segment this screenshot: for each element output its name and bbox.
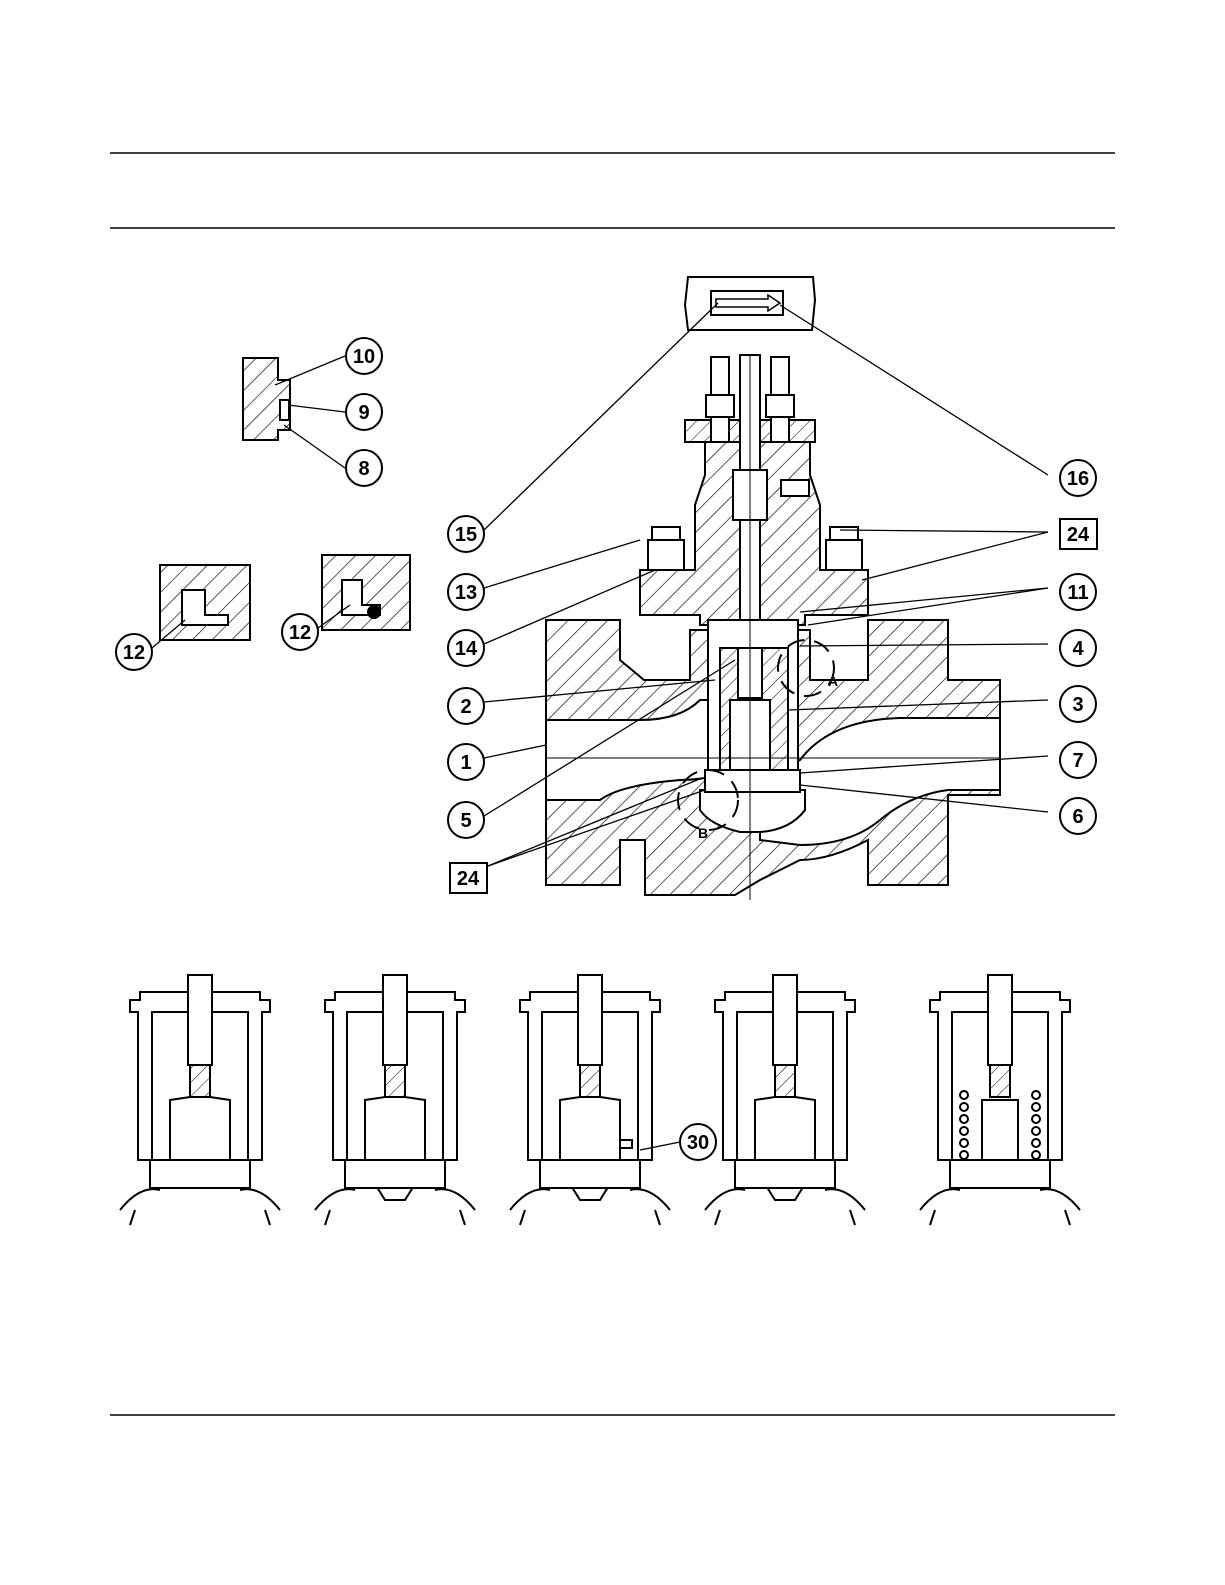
trim-5-spring-coil-left (960, 1115, 968, 1123)
trim-5-spring-coil-right (1032, 1103, 1040, 1111)
trim-4-seat-ring (735, 1160, 835, 1188)
gland-nut-left (706, 395, 734, 417)
svg-text:2: 2 (460, 696, 471, 718)
svg-text:30: 30 (687, 1132, 709, 1154)
detail-seal-rings (243, 358, 290, 440)
callout-10: 10 (346, 338, 382, 374)
svg-text:15: 15 (455, 524, 477, 546)
detail-a-label: A (828, 673, 838, 689)
detail-b-label: B (698, 825, 708, 841)
svg-text:3: 3 (1072, 694, 1083, 716)
trim-1-plug-thread (190, 1065, 210, 1097)
bonnet-bolt-left (648, 540, 684, 570)
trim-3-seat-ring (540, 1160, 640, 1188)
callout-5: 5 (448, 802, 484, 838)
svg-text:4: 4 (1072, 638, 1084, 660)
callout-3: 3 (1060, 686, 1096, 722)
trim-1-body-curves (120, 1189, 280, 1210)
callout-14: 14 (448, 630, 484, 666)
boxed-callout-24-top: 24 (1060, 519, 1097, 549)
trim-1-plug (170, 1097, 230, 1160)
callout-6: 6 (1060, 798, 1096, 834)
trim-2-plug-thread (385, 1065, 405, 1097)
svg-text:9: 9 (358, 402, 369, 424)
callout-12-left: 12 (116, 634, 152, 670)
svg-text:8: 8 (358, 458, 369, 480)
bonnet-bolt-left-head (652, 527, 680, 540)
trim-2-seat-ring (345, 1160, 445, 1188)
svg-text:1: 1 (460, 752, 471, 774)
trim-3-plug-thread (580, 1065, 600, 1097)
trim-3-plug (560, 1097, 620, 1160)
trim-5-spring-coil-left (960, 1091, 968, 1099)
trim-1-seat-ring (150, 1160, 250, 1188)
svg-text:16: 16 (1067, 468, 1089, 490)
seat-ring (705, 770, 800, 792)
svg-text:13: 13 (455, 582, 477, 604)
trim-4-plug-thread (775, 1065, 795, 1097)
detail-retainer-right (322, 555, 410, 630)
callout-13: 13 (448, 574, 484, 610)
svg-text:24: 24 (457, 868, 480, 890)
svg-text:10: 10 (353, 346, 375, 368)
detail-retainer-left (160, 565, 250, 640)
callout-16: 16 (1060, 460, 1096, 496)
trim-5-plug (982, 1100, 1018, 1160)
trim-5-spring-coil-left (960, 1139, 968, 1147)
trim-5-spring-coil-right (1032, 1115, 1040, 1123)
trim-2-plug (365, 1097, 425, 1160)
lubricator-fitting (781, 480, 809, 496)
trim-3-pin (620, 1140, 632, 1148)
trim-5-spring-coil-right (1032, 1151, 1040, 1159)
trim-5-spring-coil-right (1032, 1139, 1040, 1147)
trim-5-body-curves (920, 1189, 1080, 1210)
callout-9: 9 (346, 394, 382, 430)
trim-3-body-legs (520, 1210, 660, 1225)
trim-4-plug (755, 1097, 815, 1160)
trim-5-spring-coil-right (1032, 1091, 1040, 1099)
trim-5-spring-coil-left (960, 1103, 968, 1111)
callout-12-right: 12 (282, 614, 318, 650)
trim-1-body-legs (130, 1210, 270, 1225)
svg-text:7: 7 (1072, 750, 1083, 772)
callout-4: 4 (1060, 630, 1096, 666)
bonnet-bolt-right-head (830, 527, 858, 540)
callout-15: 15 (448, 516, 484, 552)
trim-4-body-legs (715, 1210, 855, 1225)
bonnet-bolt-right (826, 540, 862, 570)
trim-4-stem (773, 975, 797, 1065)
seal-groove (280, 400, 289, 420)
trim-2-body-legs (325, 1210, 465, 1225)
trim-5-spring-coil-right (1032, 1127, 1040, 1135)
trim-3-stem (578, 975, 602, 1065)
svg-text:12: 12 (289, 622, 311, 644)
trim-5-body-legs (930, 1210, 1070, 1225)
callout-8: 8 (346, 450, 382, 486)
callout-30: 30 (680, 1124, 716, 1160)
svg-text:6: 6 (1072, 806, 1083, 828)
svg-text:12: 12 (123, 642, 145, 664)
callout-11: 11 (1060, 574, 1096, 610)
trim-1-stem (188, 975, 212, 1065)
trim-variations (120, 975, 1080, 1225)
svg-text:24: 24 (1067, 524, 1090, 546)
callout-1: 1 (448, 744, 484, 780)
callout-2: 2 (448, 688, 484, 724)
svg-text:11: 11 (1067, 582, 1088, 604)
boxed-callout-24-bottom: 24 (450, 863, 487, 893)
trim-5-plug-thread (990, 1065, 1010, 1097)
trim-5-spring-coil-left (960, 1127, 968, 1135)
svg-text:5: 5 (460, 810, 471, 832)
valve-cross-section (546, 277, 1000, 900)
trim-5-spring-coil-left (960, 1151, 968, 1159)
callout-7: 7 (1060, 742, 1096, 778)
svg-text:14: 14 (455, 638, 478, 660)
trim-5-stem (988, 975, 1012, 1065)
gland-nut-right (766, 395, 794, 417)
trim-2-stem (383, 975, 407, 1065)
trim-5-seat-ring (950, 1160, 1050, 1188)
